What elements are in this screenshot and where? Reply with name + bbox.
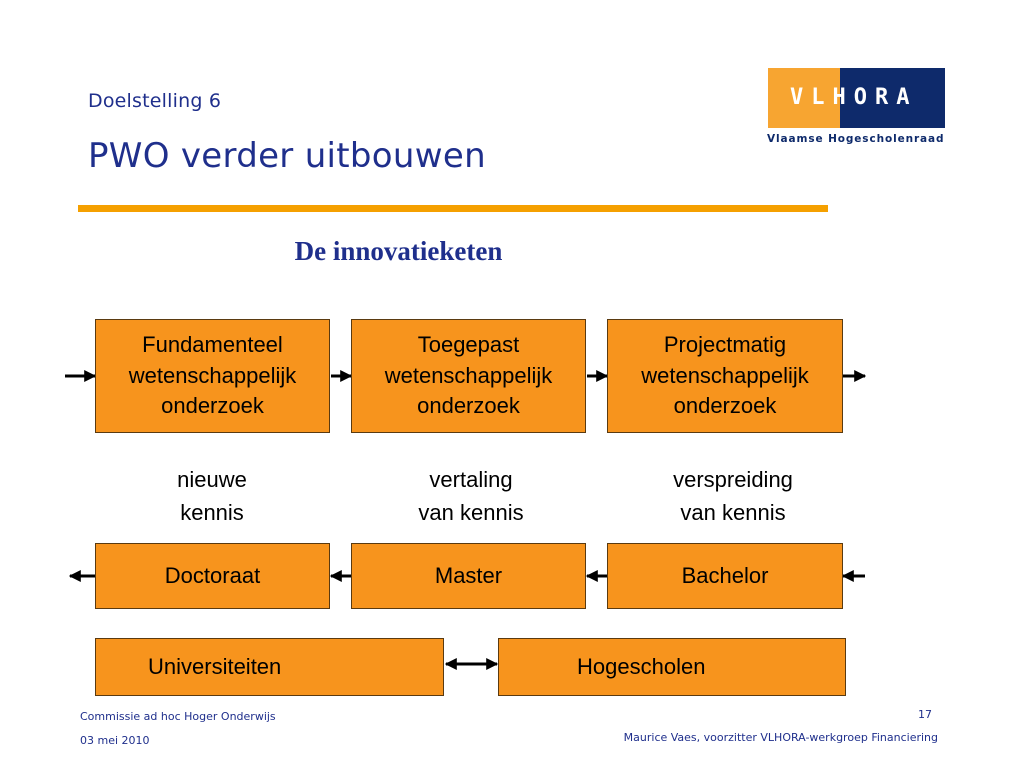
caption-line: van kennis	[418, 500, 524, 525]
logo-tagline: Vlaamse Hogescholenraad	[767, 133, 945, 145]
box-doctoraat: Doctoraat	[95, 543, 330, 609]
box-universiteiten: Universiteiten	[95, 638, 444, 696]
box-line: onderzoek	[417, 393, 520, 419]
box-label: Hogescholen	[577, 653, 706, 679]
box-fundamenteel-onderzoek: Fundamenteel wetenschappelijk onderzoek	[95, 319, 330, 433]
caption-line: van kennis	[680, 500, 786, 525]
caption-vertaling-van-kennis: vertaling van kennis	[371, 463, 571, 529]
caption-verspreiding-van-kennis: verspreiding van kennis	[633, 463, 833, 529]
box-label: Master	[434, 562, 503, 588]
box-label: Bachelor	[681, 562, 769, 588]
caption-nieuwe-kennis: nieuwe kennis	[112, 463, 312, 529]
slide-subtitle: Doelstelling 6	[88, 90, 222, 112]
box-master: Master	[351, 543, 586, 609]
slide-title: PWO verder uitbouwen	[88, 136, 486, 176]
logo-orange-block	[768, 68, 840, 128]
box-line: Projectmatig	[663, 331, 787, 357]
box-line: wetenschappelijk	[641, 362, 809, 388]
box-toegepast-onderzoek: Toegepast wetenschappelijk onderzoek	[351, 319, 586, 433]
box-line: onderzoek	[161, 393, 264, 419]
section-heading: De innovatieketen	[294, 236, 503, 266]
logo-navy-block	[840, 68, 945, 128]
box-label: Universiteiten	[148, 653, 282, 679]
box-hogescholen: Hogescholen	[498, 638, 846, 696]
caption-line: verspreiding	[673, 467, 793, 492]
title-underline	[78, 205, 828, 212]
caption-line: kennis	[180, 500, 244, 525]
box-line: wetenschappelijk	[128, 362, 297, 388]
box-projectmatig-onderzoek: Projectmatig wetenschappelijk onderzoek	[607, 319, 843, 433]
box-line: Fundamenteel	[142, 331, 283, 357]
caption-line: vertaling	[429, 467, 513, 492]
box-line: Toegepast	[417, 331, 520, 357]
footer-date: 03 mei 2010	[80, 734, 150, 747]
caption-line: nieuwe	[177, 467, 247, 492]
page-number: 17	[918, 708, 932, 721]
box-line: wetenschappelijk	[384, 362, 553, 388]
logo-wordmark: VLHORA	[790, 85, 918, 110]
footer-committee: Commissie ad hoc Hoger Onderwijs	[80, 710, 276, 723]
box-line: onderzoek	[673, 393, 777, 419]
vlhora-logo: VLHORA	[768, 68, 945, 128]
box-bachelor: Bachelor	[607, 543, 843, 609]
box-label: Doctoraat	[164, 562, 261, 588]
footer-presenter: Maurice Vaes, voorzitter VLHORA-werkgroe…	[623, 731, 938, 744]
